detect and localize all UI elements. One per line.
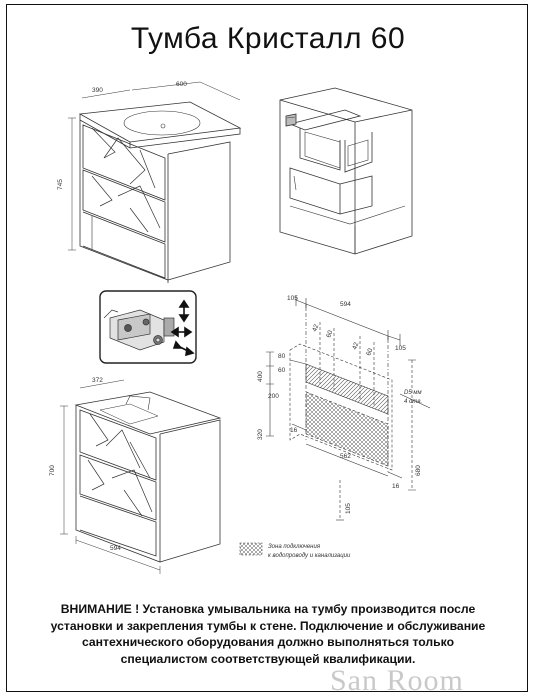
- hole-spec-count: 4 отв.: [404, 399, 422, 405]
- legend-line-2: к водопроводу и канализации: [268, 553, 351, 559]
- dim-side-depth: 372: [92, 377, 103, 384]
- wall-mount-drawing: [266, 296, 431, 521]
- dim-h60: 60: [278, 367, 286, 374]
- dim-h400: 400: [257, 371, 264, 382]
- dim-h680: 680: [415, 465, 422, 476]
- notice-line-2: установки и закрепления тумбы к стене. П…: [50, 618, 486, 633]
- dim-v60-a: 60: [325, 329, 334, 339]
- dim-top-depth: 390: [92, 87, 103, 94]
- dim-back-offset-right: 105: [395, 345, 406, 352]
- dim-back-width: 594: [340, 301, 351, 308]
- dim-v60-b: 60: [365, 347, 374, 357]
- watermark: San Room: [330, 664, 464, 697]
- dim-v42-a: 42: [311, 323, 320, 333]
- dim-h80: 80: [278, 353, 286, 360]
- hole-spec-diameter: D5 мм: [404, 390, 422, 396]
- dim-side-width: 594: [110, 545, 121, 552]
- cabinet-with-basin-view: [68, 81, 242, 283]
- dim-w562: 562: [340, 453, 351, 460]
- dim-v42-b: 42: [351, 341, 360, 351]
- cabinet-interior-view: [279, 87, 413, 255]
- connection-zone-legend: Зона подключения к водопроводу и канализ…: [239, 542, 351, 559]
- dim-top-width: 600: [176, 81, 187, 88]
- hinge-detail: [99, 290, 197, 364]
- legend-line-1: Зона подключения: [268, 544, 321, 550]
- dim-h16-a: 16: [290, 427, 298, 434]
- dim-h105: 105: [345, 503, 352, 514]
- notice-line-1: ВНИМАНИЕ ! Установка умывальника на тумб…: [60, 602, 476, 616]
- notice-line-3: сантехнического оборудования должно выпо…: [81, 635, 455, 649]
- dim-h200: 200: [268, 393, 279, 400]
- dim-side-height: 700: [49, 465, 56, 476]
- dim-h16-b: 16: [392, 483, 400, 490]
- dim-back-offset-left: 105: [287, 295, 298, 302]
- cabinet-body-view: [60, 379, 222, 574]
- dim-top-height: 745: [57, 179, 64, 190]
- page-title: Тумба Кристалл 60: [130, 22, 406, 55]
- notice-line-4: специалистом соответствующей квалификаци…: [120, 651, 416, 666]
- installation-notice: ВНИМАНИЕ ! Установка умывальника на тумб…: [14, 601, 522, 667]
- dim-h320: 320: [257, 429, 264, 440]
- connection-zone-swatch: [239, 542, 263, 556]
- page-frame: [6, 4, 528, 692]
